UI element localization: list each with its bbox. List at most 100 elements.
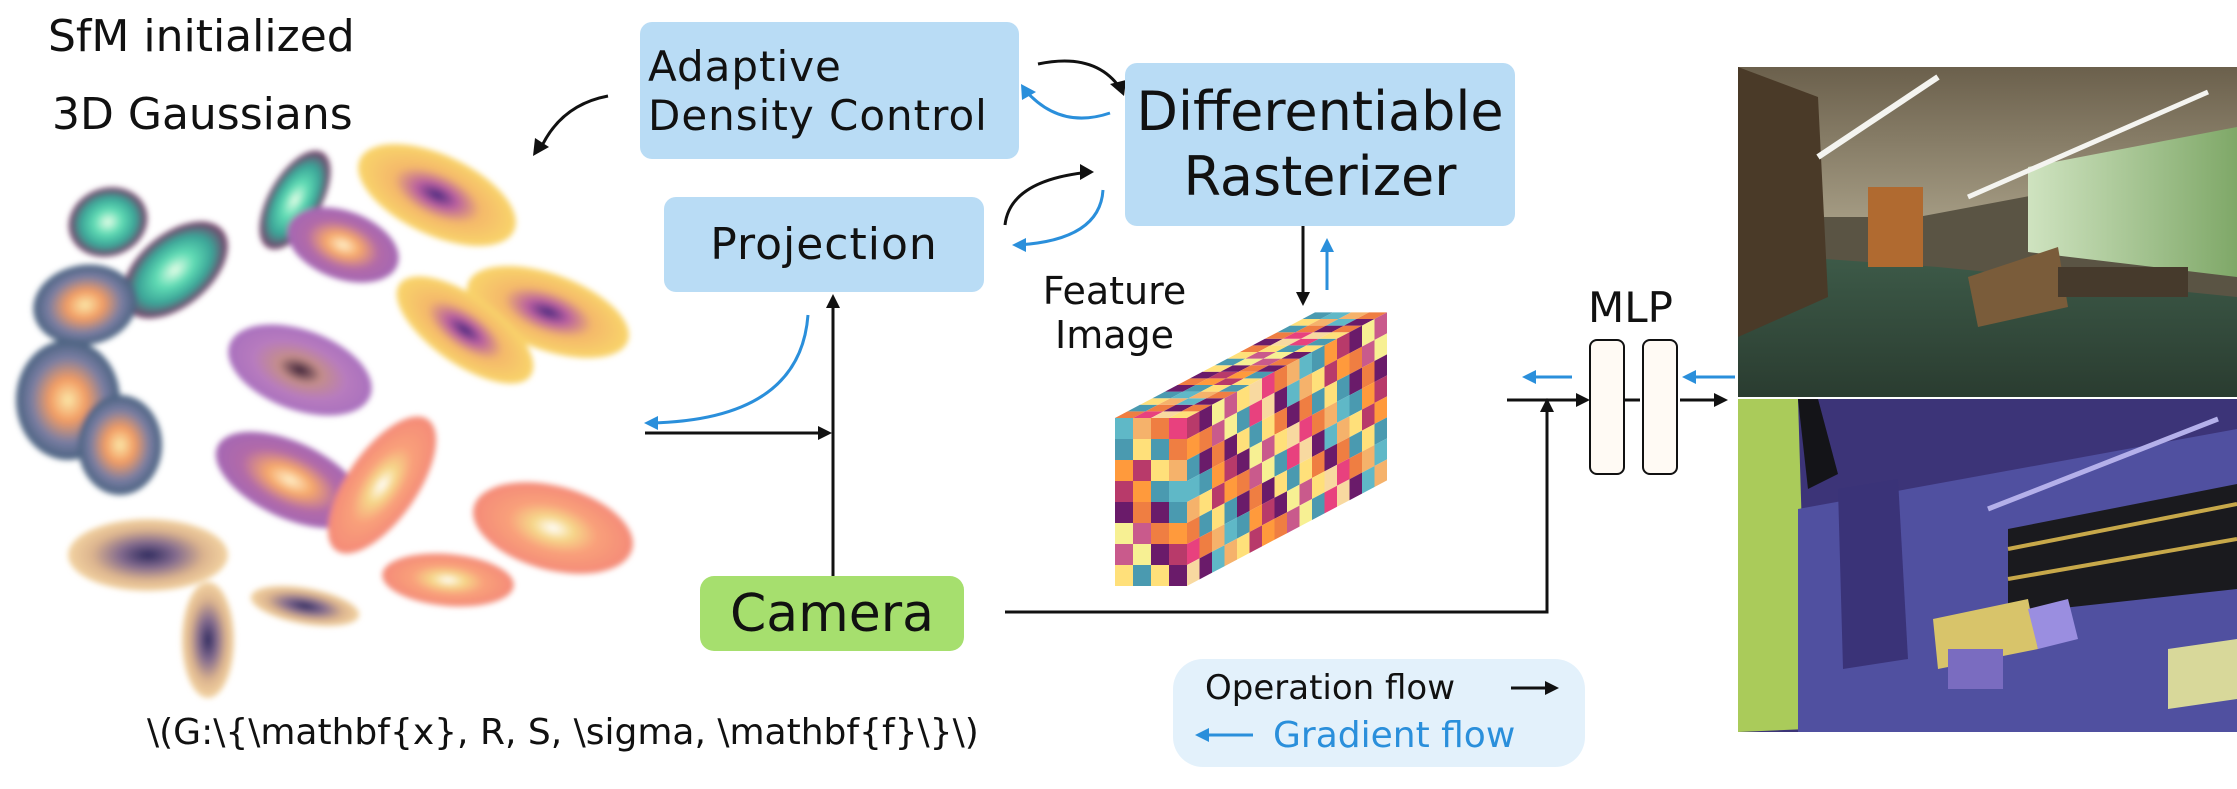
feature-cell xyxy=(1224,475,1237,504)
feature-cell xyxy=(1362,403,1375,431)
adaptive-line1: Adaptive xyxy=(648,41,842,91)
feature-cell xyxy=(1362,319,1375,347)
feature-cell xyxy=(1170,391,1201,399)
rendered-rgb-image xyxy=(1738,67,2237,397)
legend: Operation flow Gradient flow xyxy=(1173,659,1585,767)
feature-cell xyxy=(1262,497,1275,526)
feature-cell xyxy=(1349,430,1362,459)
feature-cell xyxy=(1256,365,1287,372)
feature-cell xyxy=(1219,385,1250,392)
feature-cell xyxy=(1169,439,1187,460)
feature-cell xyxy=(1194,398,1225,405)
gaussians-title-line1: SfM initialized xyxy=(48,11,355,62)
feature-cell xyxy=(1176,398,1207,405)
feature-cell xyxy=(1169,502,1187,523)
feature-cell xyxy=(1294,345,1325,352)
feature-cell xyxy=(1287,505,1300,534)
feature-cell xyxy=(1187,495,1200,523)
feature-cell xyxy=(1263,352,1294,359)
feature-cell xyxy=(1133,502,1151,523)
feature-cell xyxy=(1227,352,1258,359)
feature-cell xyxy=(1115,523,1133,544)
feature-cell xyxy=(1374,459,1387,487)
feature-cell xyxy=(1212,482,1225,510)
feature-cell xyxy=(1224,496,1237,525)
feature-cell xyxy=(1277,325,1308,333)
feature-cell xyxy=(1362,361,1375,389)
feature-cell xyxy=(1262,392,1275,421)
feature-cell xyxy=(1374,312,1387,340)
feature-cell xyxy=(1145,404,1176,412)
feature-cell xyxy=(1169,544,1187,565)
feature-cell xyxy=(1199,425,1212,454)
feature-cell xyxy=(1262,413,1275,442)
gradient-arrows xyxy=(649,89,1735,425)
feature-cell xyxy=(1133,523,1151,544)
feature-cell xyxy=(1177,378,1208,385)
feature-cell xyxy=(1226,371,1257,379)
feature-cell xyxy=(1151,565,1169,586)
feature-cell xyxy=(1220,365,1251,372)
feature-cell xyxy=(1133,544,1151,565)
feature-cell xyxy=(1362,424,1375,452)
feature-cell xyxy=(1165,385,1196,392)
feature-cell xyxy=(1115,502,1133,523)
feature-cell xyxy=(1362,445,1375,473)
feature-cell xyxy=(1163,404,1194,412)
rendered-semantic-map xyxy=(1738,399,2237,732)
feature-cell xyxy=(1265,332,1296,339)
feature-cell xyxy=(1237,490,1250,518)
feature-cell xyxy=(1224,454,1237,483)
feature-cell xyxy=(1237,427,1250,455)
feature-cell xyxy=(1337,395,1350,423)
feature-cell xyxy=(1320,312,1351,319)
feature-line1: Feature xyxy=(1042,269,1187,313)
feature-cell xyxy=(1115,460,1133,481)
projection-label: Projection xyxy=(710,219,938,270)
feature-cell xyxy=(1169,565,1187,586)
feature-cell xyxy=(1337,374,1350,402)
feature-cell xyxy=(1337,479,1350,507)
feature-cell xyxy=(1151,481,1169,502)
feature-cell xyxy=(1349,451,1362,480)
feature-cell xyxy=(1374,333,1387,361)
feature-cell xyxy=(1199,467,1212,496)
feature-cell xyxy=(1362,340,1375,368)
feature-cell xyxy=(1152,391,1183,399)
feature-cell xyxy=(1337,416,1350,444)
feature-cell xyxy=(1324,359,1337,388)
feature-cell xyxy=(1212,440,1225,468)
feature-image-label: Feature Image xyxy=(1042,269,1187,357)
feature-cell xyxy=(1324,422,1337,451)
feature-cell xyxy=(1208,371,1239,379)
feature-cell xyxy=(1299,352,1312,380)
feature-cell xyxy=(1299,394,1312,422)
feature-cell xyxy=(1349,472,1362,501)
rasterizer-line2: Rasterizer xyxy=(1183,144,1457,208)
feature-cell xyxy=(1115,544,1133,565)
feature-cell xyxy=(1252,338,1283,346)
feature-cell xyxy=(1237,511,1250,539)
feature-cell xyxy=(1324,485,1337,514)
feature-cell xyxy=(1312,429,1325,457)
feature-cell xyxy=(1187,474,1200,502)
feature-cell xyxy=(1274,491,1287,519)
gaussians-title-line2: 3D Gaussians xyxy=(52,89,353,140)
feature-cell xyxy=(1288,338,1319,346)
feature-cell xyxy=(1133,481,1151,502)
feature-cell xyxy=(1349,409,1362,438)
feature-cell xyxy=(1299,499,1312,527)
feature-cell xyxy=(1274,386,1287,414)
feature-cell xyxy=(1287,484,1300,513)
feature-cell xyxy=(1312,492,1325,520)
legend-operation-text: Operation flow xyxy=(1205,668,1456,708)
feature-cell xyxy=(1151,418,1169,439)
feature-cell xyxy=(1262,518,1275,547)
feature-cell xyxy=(1262,476,1275,505)
feature-cell xyxy=(1249,378,1262,406)
feature-cell xyxy=(1249,441,1262,469)
camera-box: Camera xyxy=(700,576,964,651)
feature-cell xyxy=(1233,358,1264,366)
feature-cell xyxy=(1349,346,1362,375)
feature-cell xyxy=(1213,378,1244,385)
